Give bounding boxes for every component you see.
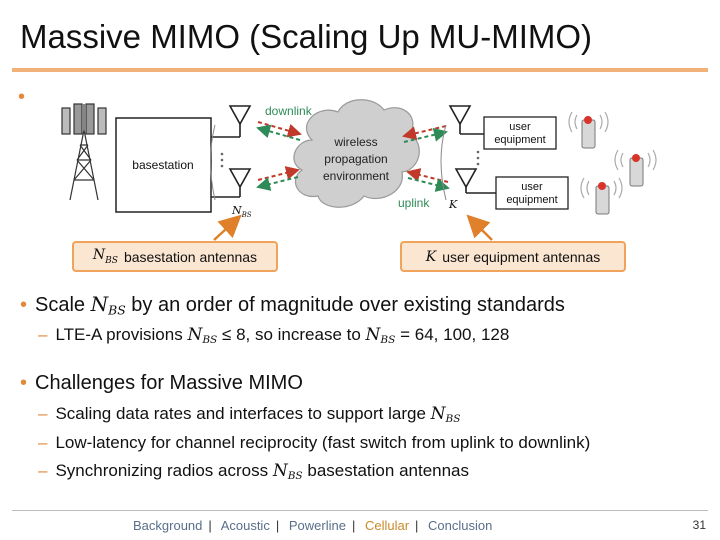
propagation-cloud (293, 99, 420, 208)
nbs-math: NBS (92, 247, 118, 266)
uplink-label: uplink (398, 196, 430, 210)
phone-icon-1 (568, 111, 609, 149)
bullet-challenges: •Challenges for Massive MIMO (20, 372, 303, 394)
callout-ue-text: user equipment antennas (442, 248, 601, 265)
subbullet-scaling: –Scaling data rates and interfaces to su… (38, 404, 461, 426)
ue-box-top (483, 116, 557, 150)
nav-powerline[interactable]: Powerline (288, 518, 346, 533)
cloud-text-2: propagation (324, 152, 387, 166)
ue-top-text-2: equipment (494, 134, 545, 146)
callout-ue-antennas: K user equipment antennas (400, 241, 626, 272)
cell-tower-icon (61, 103, 107, 201)
nbs-math: NBS (90, 292, 126, 318)
massive-mimo-diagram: basestation NBS wireless propagation env… (61, 99, 657, 241)
callout-arrow-bs (213, 214, 242, 241)
slide-title: Massive MIMO (Scaling Up MU-MIMO) (20, 18, 593, 55)
slide-number: 31 (692, 518, 706, 532)
ue-bottom-text-2: equipment (506, 194, 557, 206)
k-label: K (448, 198, 458, 211)
nbs-label: NBS (231, 204, 252, 219)
callout-arrow-ue (466, 214, 493, 241)
nav-acoustic[interactable]: Acoustic (220, 518, 270, 533)
subbullet-sync: –Synchronizing radios across NBS basesta… (38, 461, 470, 483)
subbullet-latency: –Low-latency for channel reciprocity (fa… (38, 433, 591, 452)
title-underline (12, 68, 708, 72)
nav-conclusion[interactable]: Conclusion (428, 518, 493, 533)
nav-cellular[interactable]: Cellular (364, 518, 410, 533)
basestation-box (115, 117, 212, 213)
phone-icon-2 (614, 149, 657, 187)
bs-link-arrows (256, 121, 302, 191)
ue-bottom-text-1: user (521, 181, 543, 193)
cloud-text-1: wireless (333, 135, 377, 149)
cloud-text-3: environment (323, 169, 390, 183)
ue-antenna-bottom (454, 168, 496, 194)
subbullet-lte: –LTE-A provisions NBS ≤ 8, so increase t… (38, 325, 510, 347)
bs-antenna-top (211, 105, 252, 138)
ue-link-arrows (402, 125, 450, 192)
bullet-scale: •Scale NBS by an order of magnitude over… (20, 292, 565, 318)
downlink-label: downlink (265, 104, 313, 118)
ue-antenna-top (448, 105, 484, 135)
phone-icon-3 (580, 177, 623, 215)
callout-bs-antennas: NBS basestation antennas (72, 241, 278, 272)
bullet-marker: • (18, 86, 26, 108)
nav-background[interactable]: Background (133, 518, 203, 533)
k-math: K (425, 248, 437, 265)
footer-divider (12, 510, 708, 511)
callout-bs-text: basestation antennas (123, 248, 258, 265)
footer-nav: Background| Acoustic| Powerline| Cellula… (133, 518, 493, 533)
basestation-label: basestation (132, 158, 193, 172)
ue-top-text-1: user (509, 121, 531, 133)
bs-antenna-bottom (211, 168, 252, 198)
ue-box-bottom (495, 176, 569, 210)
